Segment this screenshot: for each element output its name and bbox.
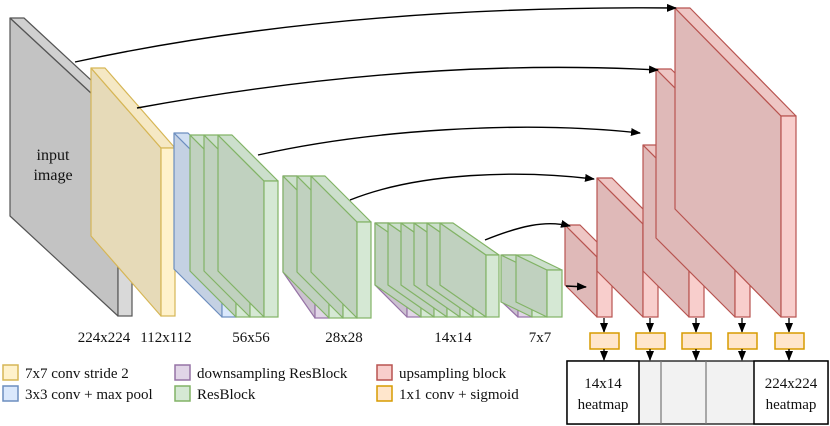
resblock-7-2	[515, 254, 563, 318]
heatmap-left-line1: 14x14	[584, 376, 622, 392]
legend-item-conv7x7: 7x7 conv stride 2	[2, 364, 129, 382]
conv7x7-slab-front	[160, 147, 176, 317]
resblock-14-6-front	[485, 254, 500, 318]
legend-item-resblock: ResBlock	[174, 385, 256, 403]
legend: 7x7 conv stride 2 3x3 conv + max pool down…	[2, 364, 519, 403]
output-heads	[566, 318, 829, 425]
upsampling-block-5	[674, 7, 797, 318]
legend-label-conv3x3: 3x3 conv + max pool	[25, 387, 153, 403]
resblock-28-3-front	[356, 221, 372, 319]
legend-item-conv3x3: 3x3 conv + max pool	[2, 385, 153, 403]
legend-label-downsampling: downsampling ResBlock	[197, 366, 348, 382]
network-layers	[9, 7, 797, 319]
skip-arrow-4	[349, 173, 595, 201]
size-label-4: 28x28	[325, 330, 363, 346]
skip-arrow-1	[74, 3, 677, 63]
resblock-28-3	[310, 175, 372, 319]
input-label-line1: input	[37, 147, 70, 164]
legend-swatch-downsampling	[174, 364, 191, 381]
legend-item-downsampling: downsampling ResBlock	[174, 364, 348, 382]
size-label-2: 112x112	[140, 330, 191, 346]
legend-swatch-conv3x3	[2, 385, 19, 402]
heatmap-224x224-box	[753, 360, 829, 425]
skip-connection-arrows	[74, 3, 677, 291]
sigmoid-box-3	[681, 332, 712, 350]
skip-arrow-3	[257, 126, 641, 156]
legend-label-resblock: ResBlock	[197, 387, 256, 403]
legend-label-conv7x7: 7x7 conv stride 2	[25, 366, 129, 382]
resblock-56-3	[217, 134, 279, 318]
text-labels: input image 224x224 112x112 56x56 28x28 14x14 7…	[33, 147, 817, 413]
input-label-line2: image	[33, 167, 72, 184]
heatmap-14x14-box	[566, 360, 640, 425]
bottleneck-arrow	[565, 282, 587, 291]
size-label-3: 56x56	[232, 330, 270, 346]
legend-item-upsampling: upsampling block	[376, 364, 507, 382]
size-label-5: 14x14	[434, 330, 472, 346]
legend-swatch-resblock	[174, 385, 191, 402]
heatmap-right-line1: 224x224	[765, 376, 818, 392]
legend-swatch-sigmoid	[376, 385, 393, 402]
heatmap-right-line2: heatmap	[766, 397, 817, 413]
sigmoid-box-2	[635, 332, 666, 350]
size-label-6: 7x7	[529, 330, 552, 346]
resblock-56-3-front	[263, 180, 279, 318]
sigmoid-box-1	[589, 332, 620, 350]
legend-swatch-conv7x7	[2, 364, 19, 381]
size-label-1: 224x224	[78, 330, 131, 346]
sigmoid-box-5	[774, 332, 805, 350]
upsampling-block-5-front	[780, 115, 797, 318]
resblock-14-6	[439, 222, 500, 318]
legend-item-sigmoid: 1x1 conv + sigmoid	[376, 385, 519, 403]
resblock-7-2-front	[546, 269, 563, 318]
skip-arrow-2	[136, 65, 659, 109]
sigmoid-box-4	[727, 332, 758, 350]
legend-label-sigmoid: 1x1 conv + sigmoid	[399, 387, 519, 403]
legend-label-upsampling: upsampling block	[399, 366, 507, 382]
legend-swatch-upsampling	[376, 364, 393, 381]
heatmap-left-line2: heatmap	[578, 397, 629, 413]
skip-arrow-5	[484, 220, 571, 241]
